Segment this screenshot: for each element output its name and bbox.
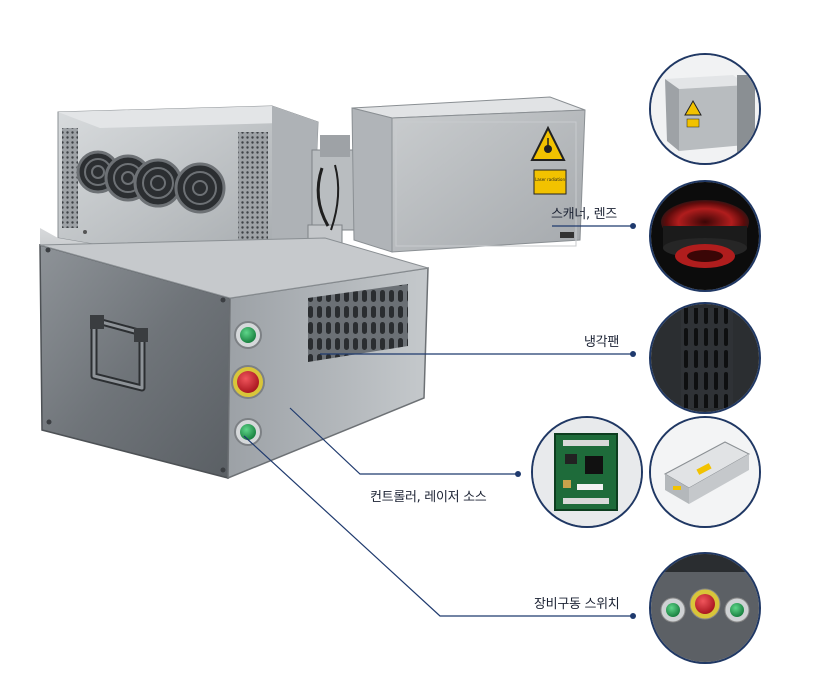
callout-controller-source: 컨트롤러, 레이저 소스 xyxy=(370,490,487,505)
thumb-scan-head xyxy=(649,53,761,165)
thumb-cooling-fan xyxy=(649,302,761,414)
galvo-connector xyxy=(307,135,361,256)
leader-dot xyxy=(630,223,636,229)
leader-dot xyxy=(630,613,636,619)
leader-lines xyxy=(243,225,633,617)
callout-scanner-lens: 스캐너, 렌즈 xyxy=(551,207,617,222)
leader-dot xyxy=(630,351,636,357)
fan-grille xyxy=(174,162,226,214)
fan-grille xyxy=(133,158,183,208)
callout-drive-switch: 장비구동 스위치 xyxy=(534,597,620,612)
laser-warning-icon xyxy=(530,125,566,161)
power-button-top xyxy=(234,321,262,349)
emergency-stop-button xyxy=(231,365,265,399)
cooling-vent xyxy=(308,284,408,362)
control-box xyxy=(39,228,429,480)
leader-controller xyxy=(289,407,518,475)
scan-head: Laser radiation xyxy=(351,96,586,253)
thumb-controller-board xyxy=(531,416,643,528)
callout-cooling-fan: 냉각팬 xyxy=(584,335,619,350)
carry-handle xyxy=(90,315,148,392)
leader-switch xyxy=(243,435,633,617)
laser-source-unit xyxy=(57,105,319,276)
leader-dot xyxy=(515,471,521,477)
laser-label-text: Laser radiation xyxy=(535,177,565,182)
thumb-lens xyxy=(649,180,761,292)
power-button-bottom xyxy=(234,418,262,446)
thumb-drive-switch xyxy=(649,552,761,664)
thumb-laser-source xyxy=(649,416,761,528)
